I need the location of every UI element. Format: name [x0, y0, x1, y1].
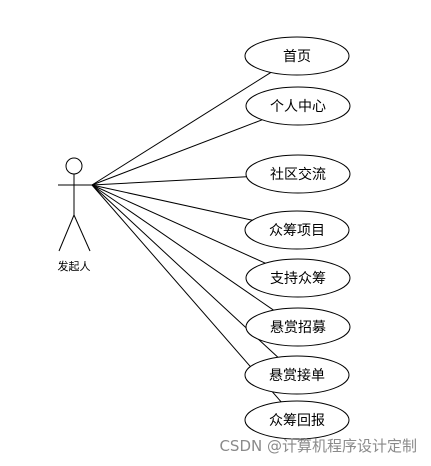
- use-case-label: 社区交流: [270, 166, 326, 183]
- use-case-ellipse: [245, 307, 351, 347]
- use-case-community: 社区交流: [245, 154, 351, 194]
- actor-label: 发起人: [58, 259, 91, 273]
- association-line-bounty-recruit: [91, 184, 274, 311]
- use-case-ellipse: [244, 210, 350, 250]
- use-case-label: 悬赏接单: [269, 367, 325, 384]
- association-line-home: [91, 71, 272, 186]
- actor-left-leg: [58, 214, 75, 252]
- use-case-ellipse: [245, 258, 351, 298]
- association-lines: [91, 71, 282, 403]
- use-case-ellipse: [244, 36, 350, 76]
- use-case-label: 众筹回报: [269, 412, 325, 429]
- use-case-label: 支持众筹: [270, 270, 326, 287]
- association-line-support-crowdfunding: [91, 184, 266, 264]
- use-case-label: 个人中心: [270, 99, 326, 115]
- use-case-home: 首页: [244, 36, 350, 76]
- use-case-ellipse: [245, 154, 351, 194]
- association-line-crowdfunding-projects: [91, 184, 253, 221]
- use-case-personal-center: 个人中心: [245, 86, 351, 126]
- actor-right-leg: [73, 214, 91, 252]
- use-case-label: 悬赏招募: [270, 320, 326, 336]
- use-case-label: 首页: [283, 49, 311, 65]
- association-line-crowdfunding-return: [91, 184, 282, 403]
- watermark: CSDN @计算机程序设计定制: [219, 437, 417, 455]
- use-case-crowdfunding-projects: 众筹项目: [244, 210, 350, 250]
- use-case-crowdfunding-return: 众筹回报: [244, 400, 350, 440]
- use-case-bounty-recruit: 悬赏招募: [245, 307, 351, 347]
- actor: 发起人: [58, 157, 92, 273]
- use-case-support-crowdfunding: 支持众筹: [245, 258, 351, 298]
- use-case-ellipse: [244, 400, 350, 440]
- use-case-bounty-accept: 悬赏接单: [244, 355, 350, 395]
- use-case-label: 众筹项目: [269, 222, 325, 239]
- actor-head: [65, 157, 83, 175]
- association-line-personal-center: [91, 119, 263, 186]
- association-line-community: [91, 176, 247, 186]
- use-case-ellipse: [245, 86, 351, 126]
- use-case-ellipse: [244, 355, 350, 395]
